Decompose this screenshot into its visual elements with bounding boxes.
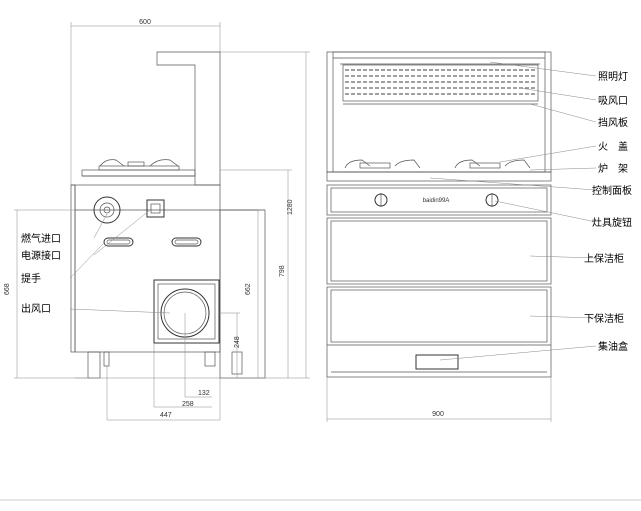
label-upper-cabinet: 上保洁柜 xyxy=(584,252,624,265)
intake-grille xyxy=(342,64,539,102)
dim-600: 600 xyxy=(139,19,151,26)
upper-cabinet xyxy=(326,217,552,285)
handle-right xyxy=(171,237,202,247)
dim-248: 248 xyxy=(234,336,241,348)
control-panel: baidin99A xyxy=(326,184,552,216)
label-pot-rack: 炉 架 xyxy=(598,163,628,175)
dim-132: 132 xyxy=(198,390,210,397)
label-power-port: 电源接口 xyxy=(21,249,61,262)
brand-label: baidin99A xyxy=(423,198,450,204)
handle-left xyxy=(103,237,134,247)
label-oil-box: 集油盒 xyxy=(598,340,628,353)
label-control-panel: 控制面板 xyxy=(592,184,632,197)
label-handle: 提手 xyxy=(21,272,41,285)
label-knob: 灶具旋钮 xyxy=(592,216,632,229)
dim-900: 900 xyxy=(432,411,444,418)
dim-662: 662 xyxy=(245,283,252,295)
label-intake: 吸风口 xyxy=(598,95,628,107)
power-port xyxy=(146,199,165,218)
air-outlet xyxy=(153,279,220,344)
label-gas-inlet: 燃气进口 xyxy=(21,232,61,245)
cooktop xyxy=(326,171,552,182)
dim-798: 798 xyxy=(279,265,286,277)
dim-258: 258 xyxy=(182,401,194,408)
front-burners xyxy=(344,159,531,169)
dim-1280: 1280 xyxy=(287,199,294,215)
foot-1 xyxy=(87,351,101,379)
oil-box xyxy=(415,354,459,370)
lower-cabinet xyxy=(326,286,552,378)
label-air-outlet: 出风口 xyxy=(21,302,51,315)
label-lower-cabinet: 下保洁柜 xyxy=(584,312,624,325)
chimney-column xyxy=(156,51,221,186)
front-view: baidin99A 900 照明灯 吸风口 挡风板 火 盖 炉 架 控制面板 xyxy=(326,51,632,422)
side-burner xyxy=(81,159,196,177)
gas-inlet xyxy=(93,196,121,224)
label-light: 照明灯 xyxy=(598,71,628,83)
label-fire-cover: 火 盖 xyxy=(598,140,628,153)
dim-668: 668 xyxy=(4,283,11,295)
side-view: 600 xyxy=(4,19,310,421)
dim-447: 447 xyxy=(160,412,172,419)
label-baffle: 挡风板 xyxy=(598,116,628,129)
